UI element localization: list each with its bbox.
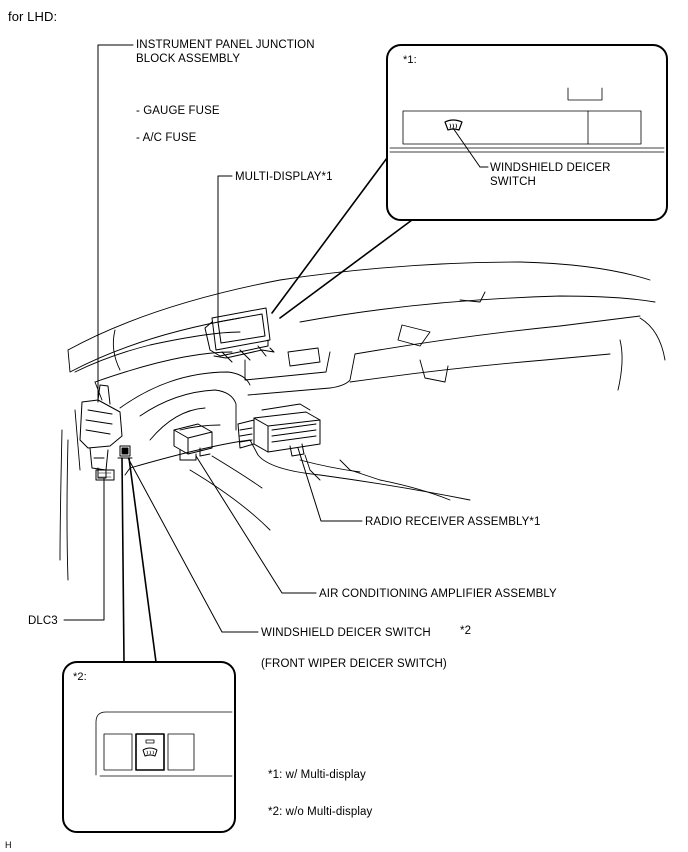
inset-1-pointer-a (271, 157, 388, 314)
inset-1-pointer-b (279, 219, 413, 319)
inset-1-leader (452, 127, 481, 168)
footnote-2: *2: w/o Multi-display (268, 806, 373, 818)
inset-2-deicer-icon (142, 739, 158, 757)
label-gauge-fuse: - GAUGE FUSE (136, 105, 220, 117)
inset-1-frame (386, 44, 668, 221)
ac-amplifier-unit (173, 423, 213, 461)
inset-2-pointer-a (121, 457, 125, 663)
label-windshield-deicer-note: *2 (460, 625, 472, 637)
label-ac-fuse: - A/C FUSE (136, 132, 197, 144)
leader-lines (63, 44, 363, 633)
footnote-1: *1: w/ Multi-display (268, 769, 366, 781)
radio-receiver-unit (237, 403, 321, 457)
junction-block (79, 384, 123, 479)
label-junction-block-line2: BLOCK ASSEMBLY (136, 53, 241, 65)
inset-1-switch-label-line1: WINDSHIELD DEICER (490, 162, 611, 174)
inset-1-tag: *1: (403, 54, 417, 66)
inset-1-panel-drawing (389, 87, 665, 153)
label-radio-receiver: RADIO RECEIVER ASSEMBLY*1 (365, 516, 541, 528)
label-windshield-deicer: WINDSHIELD DEICER SWITCH (261, 627, 431, 639)
dashboard-outline (59, 261, 666, 581)
inset-2-panel-drawing (95, 711, 233, 777)
inset-1-deicer-icon (444, 119, 463, 131)
inset-1-switch-label-line2: SWITCH (490, 176, 536, 188)
label-junction-block-line1: INSTRUMENT PANEL JUNCTION (136, 39, 315, 51)
label-ac-amplifier: AIR CONDITIONING AMPLIFIER ASSEMBLY (319, 588, 557, 600)
deicer-switch-unit (117, 445, 133, 459)
label-multi-display: MULTI-DISPLAY*1 (235, 171, 333, 183)
inset-2-pointer-b (128, 457, 157, 663)
inset-2-frame (62, 661, 236, 833)
label-front-wiper-deicer: (FRONT WIPER DEICER SWITCH) (261, 658, 447, 670)
label-dlc3: DLC3 (28, 615, 58, 627)
footer-mark: H (5, 840, 12, 850)
dlc3-connector (95, 469, 115, 481)
multi-display-unit (204, 307, 275, 363)
inset-2-tag: *2: (73, 671, 87, 683)
header-caption: for LHD: (8, 9, 58, 24)
